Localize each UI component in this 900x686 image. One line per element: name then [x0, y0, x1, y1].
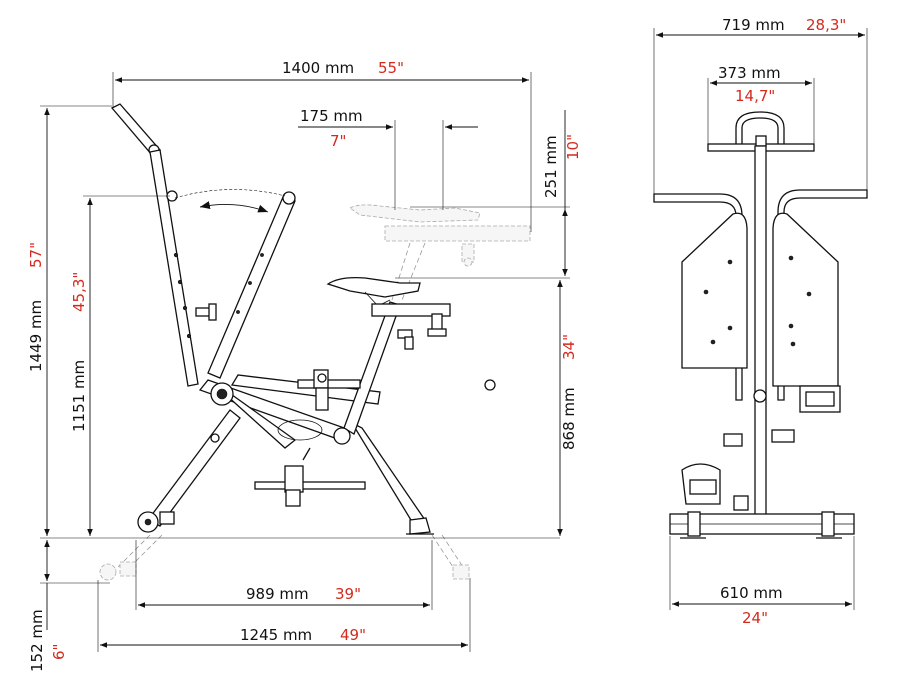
base-inner-inch: 39" [335, 585, 361, 603]
handlebar-width-inch: 14,7" [735, 87, 775, 105]
seat [326, 276, 451, 350]
base-outer-mm: 1245 mm [240, 626, 312, 644]
seat-adjust-h-inch: 7" [330, 132, 346, 150]
length-mm: 1400 mm [282, 59, 354, 77]
base-inner-mm: 989 mm [246, 585, 309, 603]
total-height-mm: 1449 mm [27, 300, 45, 372]
handle-height-inch: 45,3" [70, 272, 88, 312]
swing-arm [207, 191, 296, 379]
lower-pedal [254, 447, 366, 507]
base-width-mm: 610 mm [720, 584, 783, 602]
seat-adjust-v-inch: 10" [564, 134, 582, 160]
foot-height-mm: 152 mm [28, 609, 46, 672]
front-view [653, 111, 868, 539]
side-frame [137, 301, 496, 535]
side-view [99, 103, 531, 581]
front-width-inch: 28,3" [806, 16, 846, 34]
upper-pedal [297, 369, 361, 411]
seat-adjust-h-mm: 175 mm [300, 107, 363, 125]
foot-height-inch: 6" [50, 644, 68, 660]
handle-mast [110, 103, 217, 387]
front-dimensions: 719 mm 28,3" 373 mm 14,7" 610 mm 24" [653, 16, 868, 627]
seat-adjust-v-mm: 251 mm [542, 135, 560, 198]
side-dimensions: 1400 mm 55" 175 mm 7" 251 mm 10" 1449 mm… [27, 59, 582, 672]
base-outer-inch: 49" [340, 626, 366, 644]
handlebar-width-mm: 373 mm [718, 64, 781, 82]
total-height-inch: 57" [27, 242, 45, 268]
ghost-base [99, 534, 470, 581]
handle-height-mm: 1151 mm [70, 360, 88, 432]
seat-height-mm: 868 mm [560, 387, 578, 450]
front-width-mm: 719 mm [722, 16, 785, 34]
length-inch: 55" [378, 59, 404, 77]
seat-height-inch: 34" [560, 334, 578, 360]
base-width-inch: 24" [742, 609, 768, 627]
